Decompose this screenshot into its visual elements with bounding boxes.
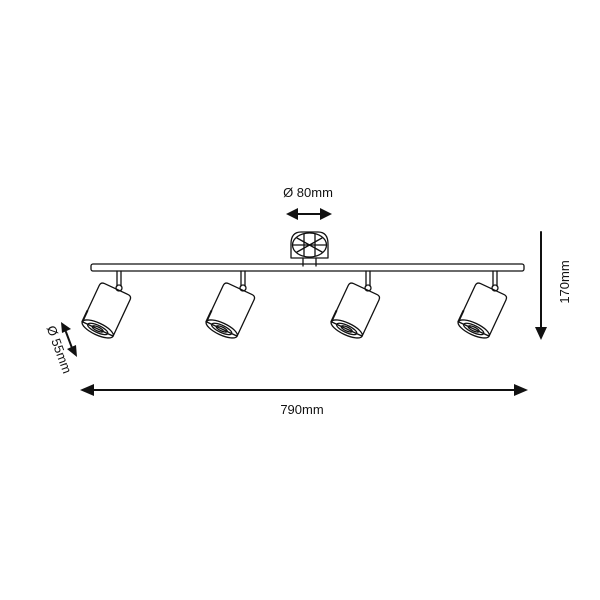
spot-dimension-line [65,331,73,349]
canopy-arrow-right [320,208,332,220]
canopy-diameter-dimension: Ø 80mm [283,185,333,220]
spotlight [205,270,256,339]
height-dimension: 170mm [535,231,572,340]
spot-arrow-lower [67,345,77,357]
total-length-dimension: 790mm [80,384,528,417]
total-length-label: 790mm [280,402,323,417]
length-arrow-left [80,384,94,396]
spotlight [330,270,381,339]
spotlight [81,270,132,339]
spotlights-group [81,270,508,339]
spotlight [457,270,508,339]
height-arrow-down [535,327,547,340]
spot-diameter-dimension: Ø 55mm [44,322,77,375]
height-label: 170mm [557,260,572,303]
length-arrow-right [514,384,528,396]
canopy-arrow-left [286,208,298,220]
spot-arrow-upper [61,322,71,333]
mounting-bar [90,263,525,272]
ceiling-canopy [290,231,329,267]
canopy-diameter-label: Ø 80mm [283,185,333,200]
